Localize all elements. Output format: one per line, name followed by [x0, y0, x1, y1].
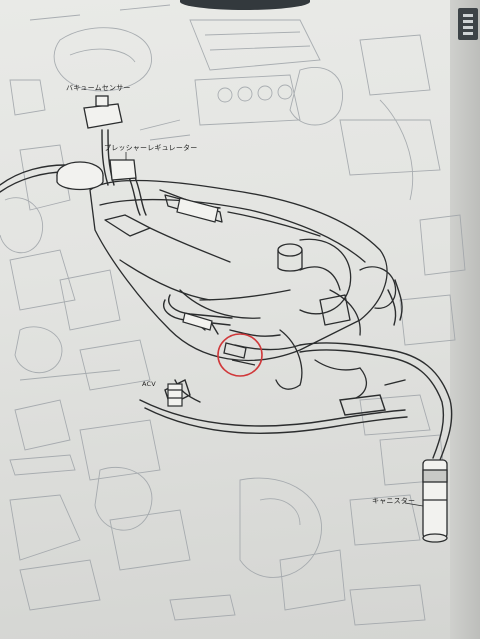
label-acv: ACV	[142, 380, 156, 388]
in-line-cylinders	[176, 197, 219, 331]
pressure-regulator-component	[56, 159, 137, 191]
canister-leader	[404, 502, 424, 507]
page-margin	[450, 0, 480, 639]
acv-component	[167, 383, 183, 407]
faded-background-drawings	[0, 4, 466, 626]
section-tab-marker	[458, 8, 478, 40]
label-pressure-regulator: プレッシャーレギュレーター	[104, 144, 198, 152]
highlight-circle	[217, 333, 263, 377]
label-vacuum-sensor: バキュームセンサー	[66, 84, 131, 92]
label-canister: キャニスター	[372, 497, 416, 505]
vacuum-sensor-component	[83, 95, 123, 129]
engine-assembly	[89, 179, 397, 399]
highlighted-hose-joint	[223, 342, 256, 366]
page-fold-shadow	[180, 0, 310, 10]
canister-component	[422, 459, 448, 543]
